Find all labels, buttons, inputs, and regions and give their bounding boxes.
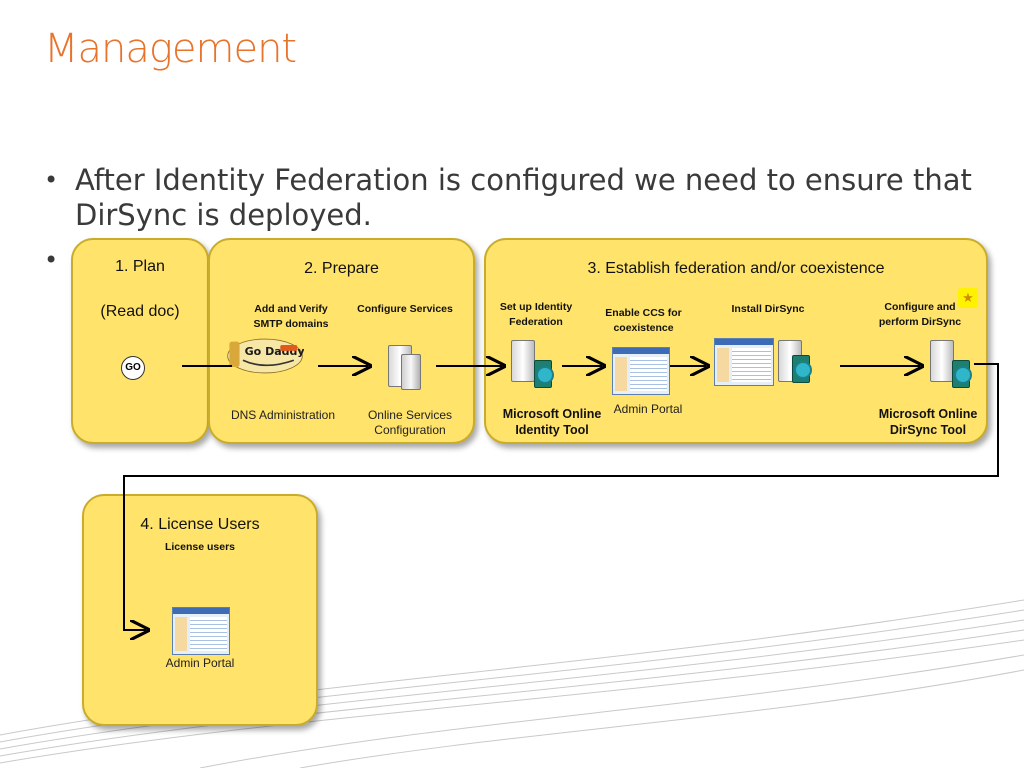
step-install-dirsync: Install DirSync xyxy=(731,303,805,315)
plan-title: 1. Plan xyxy=(115,258,165,275)
dirsync-window-icon xyxy=(714,338,774,386)
bullet-1: • After Identity Federation is configure… xyxy=(44,163,984,235)
caption-dns-administration: DNS Administration xyxy=(230,408,336,422)
step-set-up-identity-federation: Set up Identity Federation xyxy=(499,301,573,328)
godaddy-logo-icon: Go Daddy xyxy=(227,338,304,374)
bullet-dot: • xyxy=(44,246,59,274)
gear-icon xyxy=(794,361,812,379)
license-title: 4. License Users xyxy=(140,516,260,533)
step-enable-ccs: Enable CCS for coexistence xyxy=(605,307,682,334)
step-license-users: License users xyxy=(164,541,236,553)
caption-dirsync-tool: Microsoft Online DirSync Tool xyxy=(878,407,978,437)
admin-portal-window-icon xyxy=(612,347,670,395)
bullet-1-line1: After Identity Federation is configured … xyxy=(75,163,972,197)
gear-icon xyxy=(954,366,972,384)
step-configure-services: Configure Services xyxy=(357,303,453,315)
arrow-configure-to-license xyxy=(123,363,999,630)
step-configure-perform-dirsync: Configure and perform DirSync xyxy=(878,301,962,328)
panel-establish: 3. Establish federation and/or coexisten… xyxy=(484,238,988,444)
prepare-title: 2. Prepare xyxy=(304,260,379,277)
bullet-1-line2: DirSync is deployed. xyxy=(75,198,372,232)
bullet-dot: • xyxy=(44,166,59,194)
admin-portal-window-icon xyxy=(172,607,230,655)
plan-subtitle: (Read doc) xyxy=(100,303,180,320)
go-button[interactable]: GO xyxy=(121,356,145,380)
server-icon xyxy=(401,354,421,390)
star-icon: ★ xyxy=(958,288,978,308)
caption-identity-tool: Microsoft Online Identity Tool xyxy=(502,407,602,437)
page-title: Management xyxy=(44,26,297,72)
caption-admin-portal: Admin Portal xyxy=(613,402,683,416)
caption-online-services-configuration: Online Services Configuration xyxy=(367,408,453,437)
caption-admin-portal: Admin Portal xyxy=(165,656,235,670)
step-add-verify-smtp: Add and Verify SMTP domains xyxy=(253,303,329,330)
panel-license: 4. License Users License users Admin Por… xyxy=(82,494,318,726)
gear-icon xyxy=(536,366,554,384)
establish-title: 3. Establish federation and/or coexisten… xyxy=(587,260,885,277)
